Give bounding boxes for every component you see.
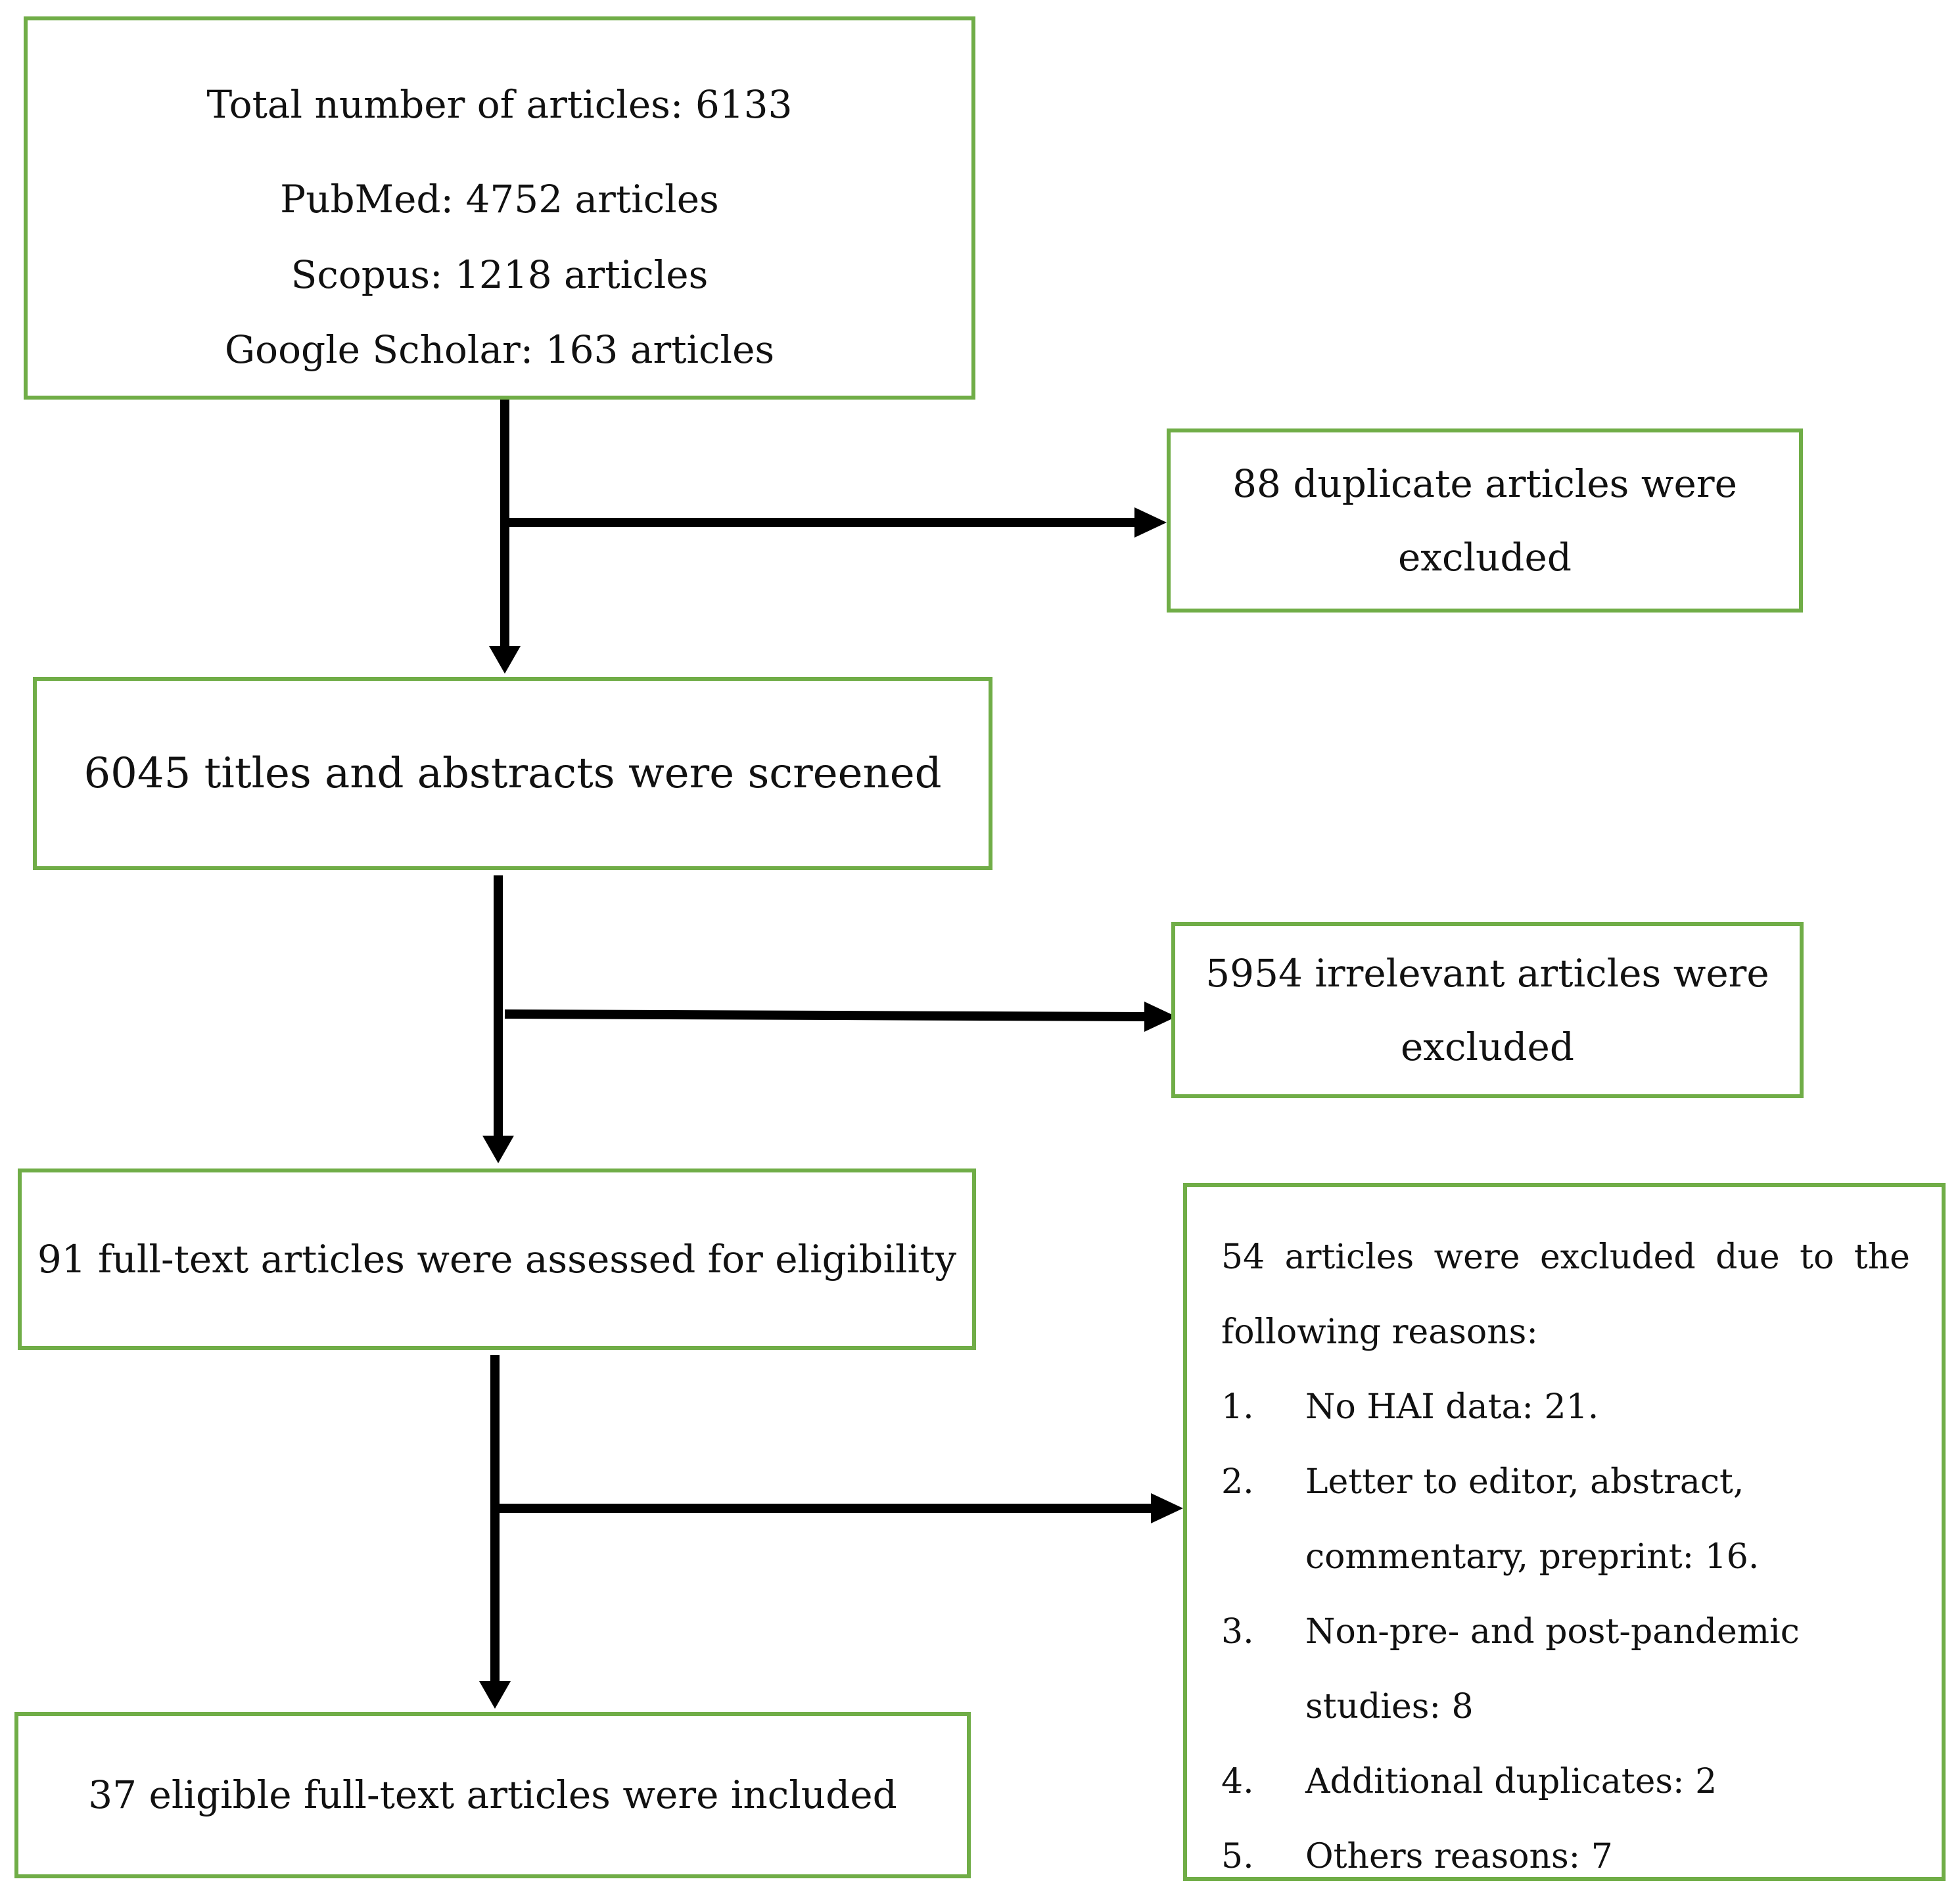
reason-text-line: studies: 8 bbox=[1305, 1687, 1474, 1726]
screened-text: 6045 titles and abstracts were screened bbox=[83, 749, 942, 798]
intro-word: articles bbox=[1284, 1238, 1414, 1277]
intro-word: due bbox=[1715, 1238, 1780, 1277]
excluded-intro-line-1: 54 articles were excluded due to the bbox=[1221, 1220, 1910, 1295]
source-pubmed: PubMed: 4752 articles bbox=[280, 177, 719, 221]
irrelevant-line-2: excluded bbox=[1400, 1025, 1574, 1069]
intro-word: the bbox=[1854, 1238, 1910, 1277]
reason-number: 4. bbox=[1221, 1762, 1254, 1801]
reason-text: Others reasons: 7 bbox=[1305, 1837, 1613, 1876]
reason-number: 3. bbox=[1221, 1612, 1254, 1652]
source-scopus: Scopus: 1218 articles bbox=[291, 252, 709, 297]
excluded-intro-line-2: following reasons: bbox=[1221, 1312, 1538, 1352]
fulltext-assessed-box: 91 full-text articles were assessed for … bbox=[18, 1169, 976, 1350]
irrelevant-excluded-box: 5954 irrelevant articles were excluded bbox=[1171, 922, 1804, 1098]
total-articles-box: Total number of articles: 6133 PubMed: 4… bbox=[24, 16, 975, 400]
excluded-reasons-box: 54 articles were excluded due to the fol… bbox=[1183, 1183, 1946, 1881]
reason-text-line: Letter to editor, abstract, bbox=[1305, 1462, 1744, 1502]
arrowhead-down-1 bbox=[489, 646, 521, 674]
reason-item-3: 3. Non-pre- and post-pandemic studies: 8 bbox=[1221, 1594, 1910, 1744]
duplicates-line-2: excluded bbox=[1397, 535, 1572, 580]
total-articles-title: Total number of articles: 6133 bbox=[206, 82, 793, 127]
included-text: 37 eligible full-text articles were incl… bbox=[88, 1772, 897, 1818]
duplicates-excluded-box: 88 duplicate articles were excluded bbox=[1167, 428, 1803, 613]
arrowhead-right-3 bbox=[1151, 1493, 1183, 1523]
reason-number: 1. bbox=[1221, 1387, 1254, 1427]
arrowhead-right-1 bbox=[1134, 507, 1167, 538]
reason-text-line: Non-pre- and post-pandemic bbox=[1305, 1612, 1800, 1652]
intro-word: excluded bbox=[1540, 1238, 1696, 1277]
reason-text: Additional duplicates: 2 bbox=[1305, 1762, 1717, 1801]
intro-word: 54 bbox=[1221, 1238, 1265, 1277]
screened-box: 6045 titles and abstracts were screened bbox=[33, 677, 992, 870]
irrelevant-line-1: 5954 irrelevant articles were bbox=[1205, 951, 1769, 996]
reason-text: Non-pre- and post-pandemic studies: 8 bbox=[1305, 1594, 1910, 1744]
intro-word: were bbox=[1434, 1238, 1520, 1277]
reason-text: Letter to editor, abstract, commentary, … bbox=[1305, 1445, 1910, 1594]
source-google-scholar: Google Scholar: 163 articles bbox=[224, 327, 775, 372]
reason-item-2: 2. Letter to editor, abstract, commentar… bbox=[1221, 1445, 1910, 1594]
reason-number: 5. bbox=[1221, 1837, 1254, 1876]
reason-text-line: commentary, preprint: 16. bbox=[1305, 1537, 1760, 1577]
excluded-reasons-content: 54 articles were excluded due to the fol… bbox=[1187, 1187, 1942, 1894]
reason-item-4: 4. Additional duplicates: 2 bbox=[1221, 1744, 1910, 1819]
reason-text: No HAI data: 21. bbox=[1305, 1387, 1599, 1427]
arrowhead-down-3 bbox=[479, 1681, 511, 1709]
reason-number: 2. bbox=[1221, 1462, 1254, 1502]
intro-word: to bbox=[1800, 1238, 1834, 1277]
reason-item-1: 1. No HAI data: 21. bbox=[1221, 1370, 1910, 1445]
included-box: 37 eligible full-text articles were incl… bbox=[14, 1712, 971, 1878]
arrow-to-irrelevant bbox=[504, 1009, 1148, 1021]
duplicates-line-1: 88 duplicate articles were bbox=[1232, 461, 1737, 506]
fulltext-text: 91 full-text articles were assessed for … bbox=[37, 1236, 957, 1282]
arrowhead-right-2 bbox=[1144, 1002, 1177, 1032]
reason-item-5: 5. Others reasons: 7 bbox=[1221, 1819, 1910, 1894]
arrowhead-down-2 bbox=[482, 1136, 514, 1163]
